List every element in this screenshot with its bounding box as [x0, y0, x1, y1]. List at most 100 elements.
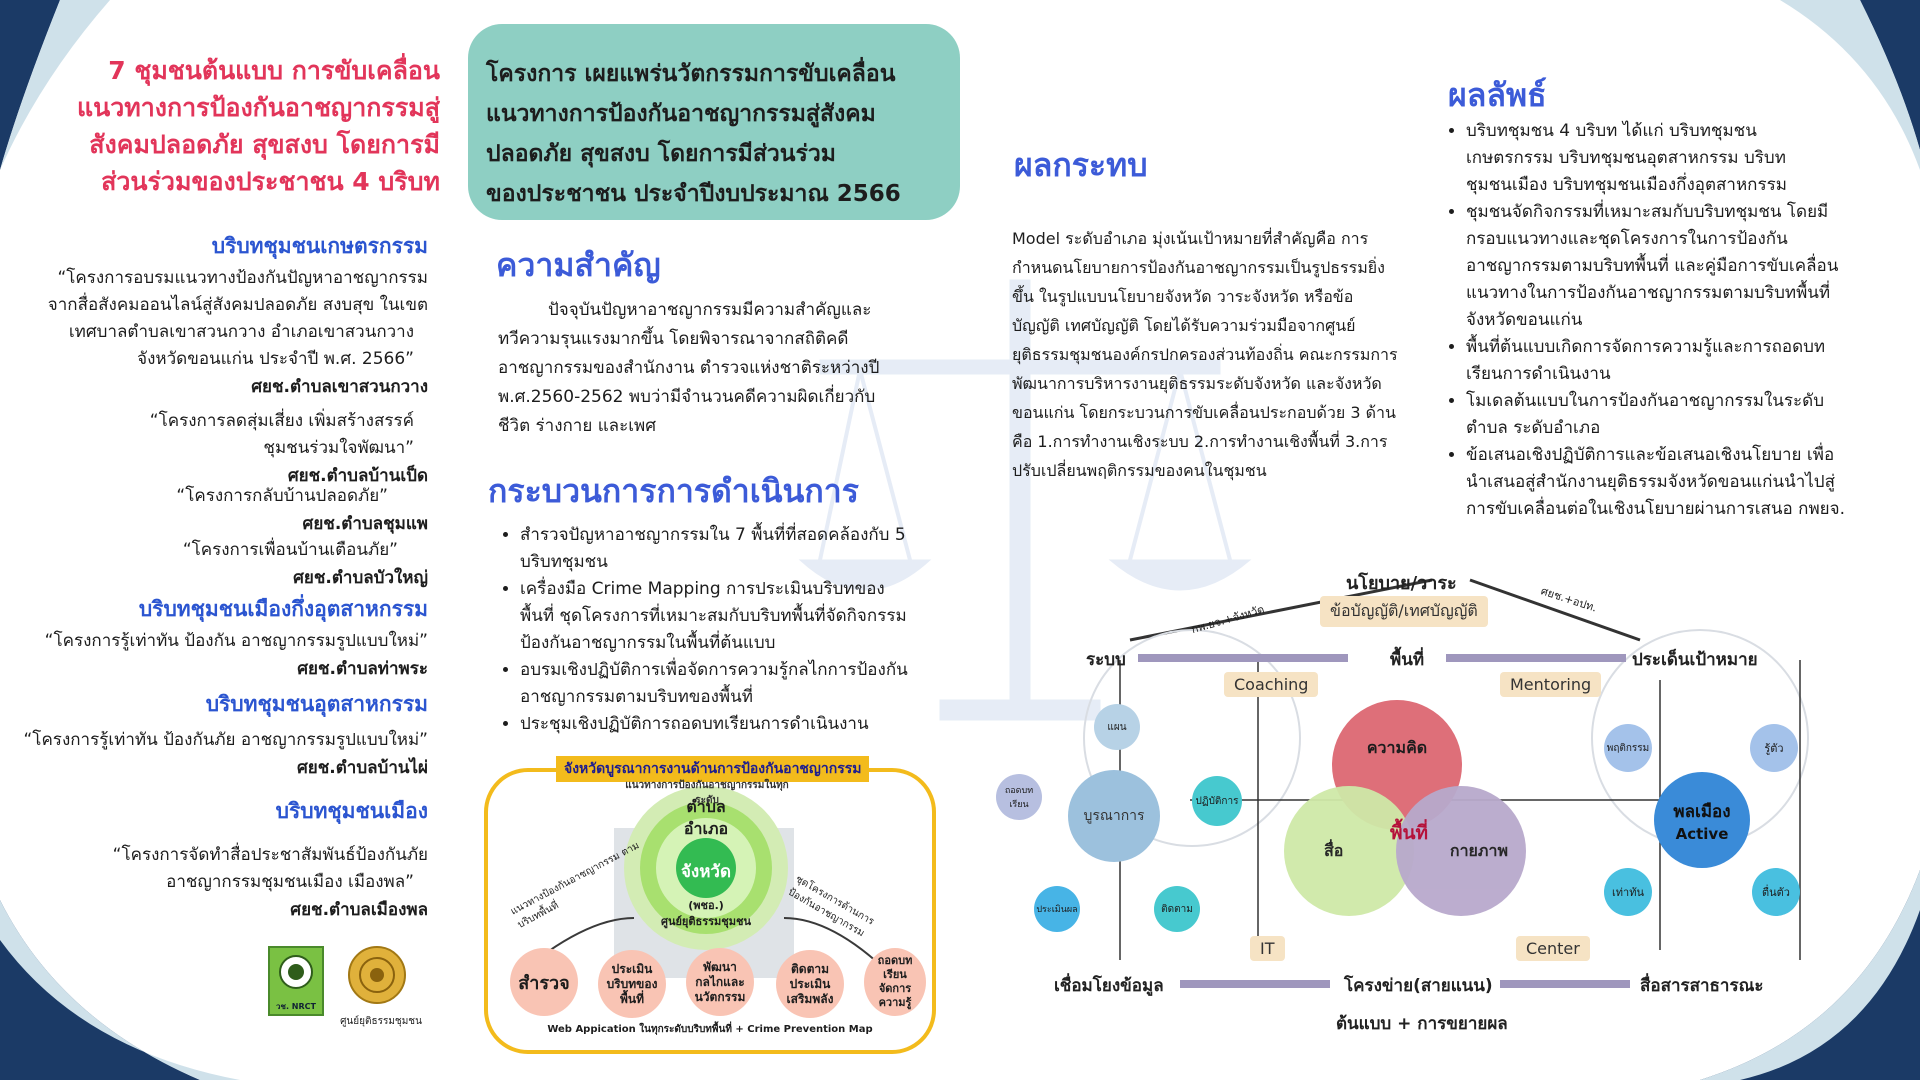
project-line: “โครงการลดสุ่มเสี่ยง เพิ่มสร้างสรรค์ — [149, 411, 414, 431]
impact-title: ผลกระทบ — [1014, 146, 1148, 184]
row2-network: โครงข่าย(สายแนน) — [1344, 976, 1493, 996]
seal-caption: ศูนย์ยุติธรรมชุมชน — [340, 1016, 422, 1027]
project-header-text: โครงการ เผยแพร่นวัตกรรมการขับเคลื่อน แนว… — [486, 54, 901, 214]
result-item: โมเดลต้นแบบในการป้องกันอาชญากรรมในระดับ … — [1466, 388, 1860, 442]
core-levels: ตำบล อำเภอ — [646, 796, 766, 840]
result-line: อาชญากรรมตามบริบทพื้นที่ และคู่มือการขับ… — [1466, 256, 1839, 276]
impact-line: ขอนแก่น โดยกระบวนการขับเคลื่อนประกอบด้วย… — [1012, 403, 1396, 422]
impact-line: ยุติธรรมชุมชนองค์กรปกครองส่วนท้องถิ่น คณ… — [1012, 345, 1398, 364]
project-line: “โครงการอบรมแนวทางป้องกันปัญหาอาชญากรรม — [57, 268, 428, 288]
impact-line: คือ 1.การทำงานเชิงระบบ 2.การทำงานเชิงพื้… — [1012, 432, 1388, 451]
header-line: แนวทางการป้องกันอาชญากรรมสู่สังคม — [486, 101, 876, 127]
impact-line: ขึ้น ในรูปแบบนโยบายจังหวัด วาระจังหวัด ห… — [1012, 287, 1354, 306]
step-develop: พัฒนากลไกและนวัตกรรม — [686, 948, 754, 1016]
result-line: ข้อเสนอเชิงปฏิบัติการและข้อเสนอเชิงนโยบา… — [1466, 445, 1835, 465]
nrct-logo-text: วช. NRCT — [276, 1002, 316, 1011]
community-heading: บริบทชุมชนเมือง — [275, 799, 428, 823]
core-justice-center: ศูนย์ยุติธรรมชุมชน — [660, 915, 752, 928]
row1-area: พื้นที่ — [1390, 650, 1425, 670]
core-committee: (พชอ.) — [688, 899, 724, 912]
active-citizen-line: Active — [1675, 824, 1729, 843]
mentoring-tag: Mentoring — [1500, 672, 1602, 697]
alert-node: ตื่นตัว — [1752, 868, 1800, 916]
result-line: บริบทชุมชน 4 บริบท ได้แก่ บริบทชุมชน — [1466, 121, 1757, 141]
center-name: ศยช.ตำบลท่าพระ — [297, 659, 428, 679]
active-citizen-node: พลเมือง Active — [1654, 772, 1750, 868]
model-top-sub: ข้อบัญญัติ/เทศบัญญัติ — [1320, 596, 1488, 627]
project-line: ชุมชนร่วมใจพัฒนา” — [263, 438, 414, 458]
process-list: สำรวจปัญหาอาชญากรรมใน 7 พื้นที่ที่สอดคล้… — [494, 522, 914, 738]
monitor-node: ติดตาม — [1154, 886, 1200, 932]
step-survey: สำรวจ — [510, 948, 578, 1016]
result-line: การขับเคลื่อนต่อในเชิงนโยบายผ่านการเสนอ … — [1466, 499, 1845, 519]
header-line: ปลอดภัย สุขสงบ โดยการมีส่วนร่วม — [486, 141, 836, 167]
impact-line: กำหนดนโยบายการป้องกันอาชญากรรมเป็นรูปธรร… — [1012, 258, 1385, 277]
step-monitor: ติดตามประเมินเสริมพลัง — [776, 950, 844, 1018]
process-item: อบรมเชิงปฏิบัติการเพื่อจัดการความรู้กลไก… — [520, 657, 914, 711]
row2-data: เชื่อมโยงข้อมูล — [1054, 976, 1164, 996]
action-node: ปฏิบัติการ — [1192, 776, 1242, 826]
row2-bar-left — [1180, 980, 1330, 988]
importance-line: ปัจจุบันปัญหาอาชญากรรมมีความสำคัญและ — [548, 300, 872, 320]
header-line: ของประชาชน ประจำปีงบประมาณ 2566 — [486, 181, 901, 207]
importance-text: ปัจจุบันปัญหาอาชญากรรมมีความสำคัญและ ทวี… — [498, 296, 918, 441]
diagram-footer: Web Appication ในทุกระดับบริบทพื้นที่ + … — [547, 1024, 873, 1035]
header-line: โครงการ เผยแพร่นวัตกรรมการขับเคลื่อน — [486, 61, 896, 87]
result-item: บริบทชุมชน 4 บริบท ได้แก่ บริบทชุมชน เกษ… — [1466, 118, 1860, 199]
keep-up-node: เท่าทัน — [1604, 868, 1652, 916]
seal-icon — [359, 957, 395, 993]
nrct-emblem-icon — [279, 955, 313, 989]
center-tag: Center — [1516, 936, 1590, 961]
step-assess: ประเมินบริบทของพื้นที่ — [598, 950, 666, 1018]
core-line: อำเภอ — [683, 819, 729, 838]
project-line: เทศบาลตำบลเขาสวนกวาง อำเภอเขาสวนกวาง — [68, 322, 414, 342]
project-text: “โครงการกลับบ้านปลอดภัย” — [176, 486, 388, 506]
nrct-logo: วช. NRCT — [268, 946, 324, 1016]
plan-node: แผน — [1094, 704, 1140, 750]
center-name: ศยช.ตำบลชุมแพ — [302, 514, 428, 534]
project-text: “โครงการรู้เท่าทัน ป้องกัน อาชญากรรมรูปแ… — [44, 631, 428, 651]
process-item: เครื่องมือ Crime Mapping การประเมินบริบท… — [520, 576, 914, 657]
step-lessons: ถอดบทเรียนจัดการความรู้ — [864, 948, 926, 1016]
result-line: นำเสนอสู่สำนักงานยุติธรรมจังหวัดขอนแก่นน… — [1466, 472, 1835, 492]
impact-line: Model ระดับอำเภอ มุ่งเน้นเป้าหมายที่สำคั… — [1012, 229, 1369, 248]
process-diagram-art — [513, 786, 895, 979]
importance-line: ทวีความรุนแรงมากขึ้น โดยพิจารณาจากสถิติค… — [498, 329, 849, 349]
center-area-label: พื้นที่ — [1390, 822, 1429, 844]
result-line: ชุมชนจัดกิจกรรมที่เหมาะสมกับบริบทชุมชน โ… — [1466, 202, 1829, 222]
project-text: “โครงการรู้เท่าทัน ป้องกันภัย อาชญากรรมร… — [23, 730, 429, 750]
project-line: อาชญากรรมชุมชนเมือง เมืองพล” — [166, 872, 414, 892]
project-header-box: โครงการ เผยแพร่นวัตกรรมการขับเคลื่อน แนว… — [468, 24, 960, 220]
impact-line: ปรับเปลี่ยนพฤติกรรมของคนในชุมชน — [1012, 461, 1267, 480]
arc-text: แนวทางการป้องกันอาชญากรรมในทุกระดับ — [625, 780, 789, 806]
aware-node: รู้ตัว — [1750, 724, 1798, 772]
process-diagram-title: จังหวัดบูรณาการงานด้านการป้องกันอาชญากรร… — [556, 756, 870, 782]
row2-bar-right — [1500, 980, 1630, 988]
project-line: “โครงการจัดทำสื่อประชาสัมพันธ์ป้องกันภัย — [112, 845, 428, 865]
integration-node: บูรณาการ — [1068, 770, 1160, 862]
results-title: ผลลัพธ์ — [1448, 76, 1547, 114]
project-text: “โครงการจัดทำสื่อประชาสัมพันธ์ป้องกันภัย… — [0, 842, 428, 896]
model-top-label: นโยบาย/วาระ — [1346, 573, 1457, 594]
core-province: จังหวัด — [680, 862, 732, 882]
active-citizen-line: พลเมือง — [1673, 801, 1731, 822]
it-tag: IT — [1250, 936, 1285, 961]
result-item: ชุมชนจัดกิจกรรมที่เหมาะสมกับบริบทชุมชน โ… — [1466, 199, 1860, 334]
process-title: กระบวนการการดำเนินการ — [488, 472, 859, 510]
result-line: โมเดลต้นแบบในการป้องกันอาชญากรรมในระดับ — [1466, 391, 1825, 411]
project-line: จังหวัดขอนแก่น ประจำปี พ.ศ. 2566” — [137, 349, 414, 369]
project-text: “โครงการลดสุ่มเสี่ยง เพิ่มสร้างสรรค์ ชุม… — [0, 408, 428, 462]
result-line: ชุมชนเมือง บริบทชุมชนเมืองกึ่งอุตสาหกรรม — [1466, 175, 1787, 195]
project-text: “โครงการอบรมแนวทางป้องกันปัญหาอาชญากรรม … — [0, 265, 428, 373]
left-title-line: สังคมปลอดภัย สุขสงบ โดยการมี — [89, 130, 440, 159]
result-item: ข้อเสนอเชิงปฏิบัติการและข้อเสนอเชิงนโยบา… — [1466, 442, 1860, 523]
media-petal: สื่อ — [1284, 786, 1414, 916]
result-line: จังหวัดขอนแก่น — [1466, 310, 1583, 330]
physical-petal: กายภาพ — [1396, 786, 1526, 916]
community-heading: บริบทชุมชนเมืองกึ่งอุตสาหกรรม — [138, 597, 428, 621]
result-line: กรอบแนวทางและชุดโครงการในการป้องกัน — [1466, 229, 1788, 249]
process-item: ประชุมเชิงปฏิบัติการถอดบทเรียนการดำเนินง… — [520, 711, 914, 738]
left-title: 7 ชุมชนต้นแบบ การขับเคลื่อน แนวทางการป้อ… — [40, 52, 440, 200]
